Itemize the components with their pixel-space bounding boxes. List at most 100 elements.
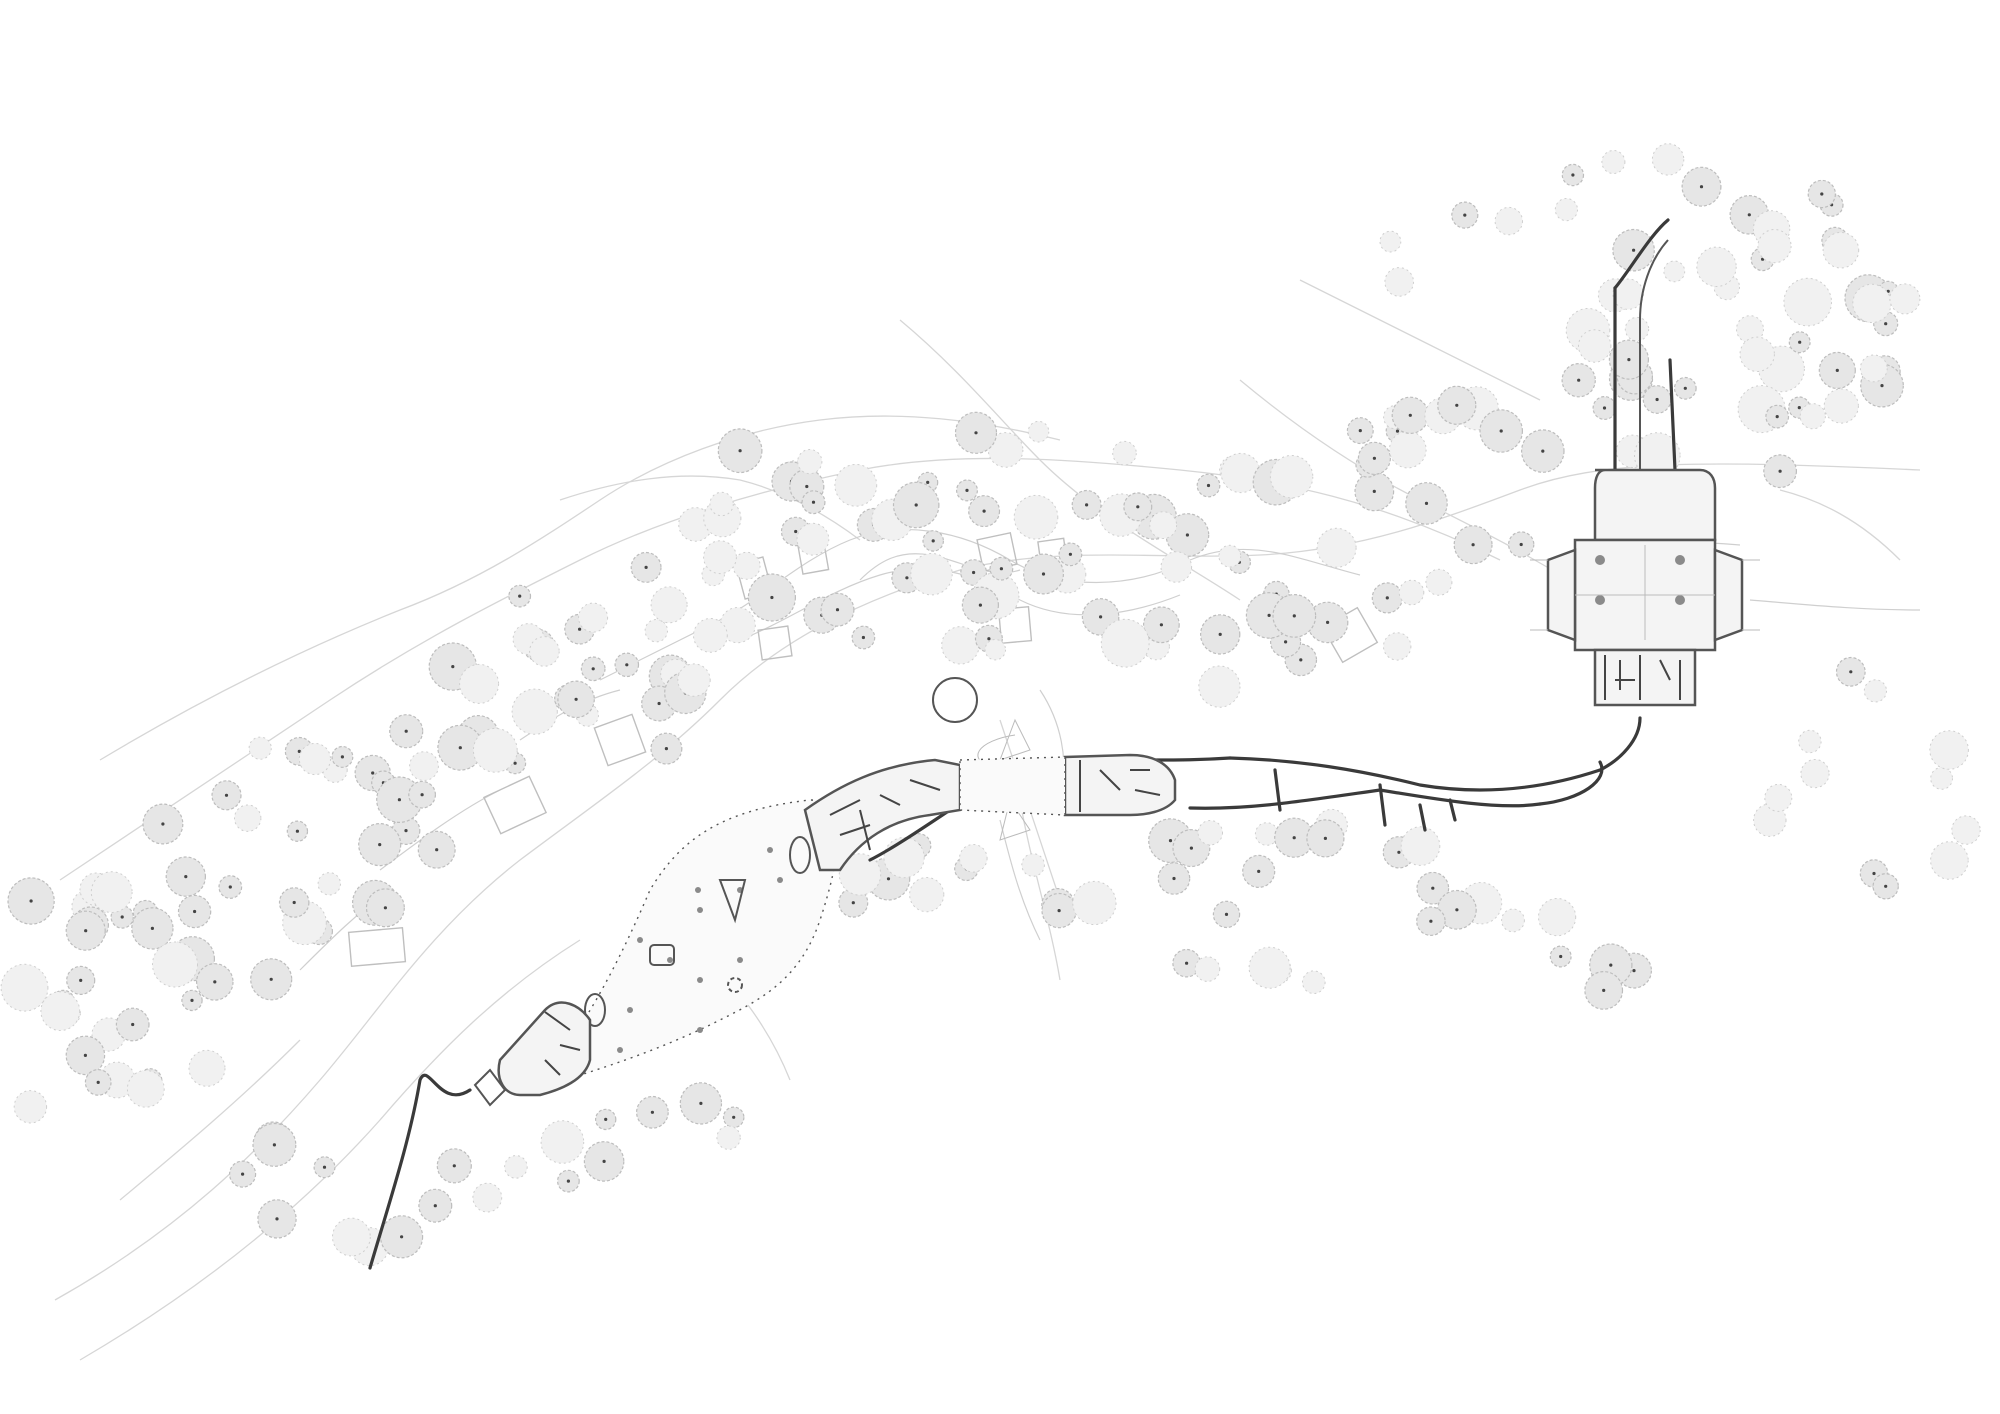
tree-trunk <box>1397 850 1401 854</box>
tree-canopy <box>1425 568 1453 596</box>
tree-trunk <box>1835 368 1839 372</box>
tree-trunk <box>1041 572 1046 576</box>
pavilion-middle <box>803 758 962 872</box>
tree-trunk <box>272 1143 276 1147</box>
tree-trunk <box>1884 884 1888 888</box>
tree-trunk <box>657 701 661 706</box>
tree-trunk <box>1471 543 1475 547</box>
tree-canopy <box>1027 420 1050 443</box>
tree-canopy <box>984 639 1006 661</box>
tree-trunk <box>1172 876 1176 881</box>
tree-canopy <box>1398 579 1425 606</box>
tree-trunk <box>1463 213 1467 217</box>
tree-trunk <box>1571 173 1575 177</box>
tree-trunk <box>987 637 991 641</box>
tree-canopy <box>1072 880 1117 926</box>
tree-canopy <box>1739 336 1775 372</box>
tree-trunk <box>794 529 798 534</box>
tree-trunk <box>1541 449 1545 453</box>
tree-canopy <box>1889 283 1921 315</box>
tree-canopy <box>1799 403 1826 430</box>
tree-trunk <box>1057 909 1061 913</box>
tree-trunk <box>1699 185 1704 189</box>
tree-canopy <box>1930 841 1969 880</box>
tree-canopy <box>409 751 439 781</box>
tree-trunk <box>965 488 969 492</box>
tree-trunk <box>1267 613 1271 618</box>
tree-canopy <box>1823 388 1859 424</box>
central-plaza <box>527 799 839 1092</box>
tree-canopy <box>1800 759 1830 789</box>
tree-canopy <box>941 626 980 665</box>
tree-trunk <box>566 1179 571 1183</box>
tree-trunk <box>150 926 154 931</box>
tree-trunk <box>931 539 935 543</box>
tree-trunk <box>420 793 424 797</box>
tree-trunk <box>1323 836 1327 841</box>
tree-canopy <box>1384 267 1414 297</box>
tree-canopy <box>1383 632 1412 661</box>
tree-trunk <box>811 500 816 504</box>
tree-trunk <box>1372 456 1376 460</box>
tree-trunk <box>1168 839 1173 843</box>
tree-trunk <box>1797 406 1801 410</box>
tree-trunk <box>1372 489 1376 493</box>
tree-trunk <box>1775 415 1779 419</box>
tree-canopy <box>1400 826 1441 866</box>
tree-canopy <box>677 663 711 697</box>
tree-trunk <box>1326 620 1330 625</box>
tree-canopy <box>910 553 953 596</box>
tree-canopy <box>1100 618 1150 668</box>
tree-canopy <box>1951 815 1981 845</box>
tree-trunk <box>732 1115 736 1119</box>
tree-canopy <box>716 1125 741 1150</box>
tree-canopy <box>709 491 734 517</box>
tree-trunk <box>1627 358 1631 362</box>
tree-canopy <box>1822 231 1860 269</box>
tree-trunk <box>184 875 188 879</box>
tree-canopy <box>1197 820 1224 846</box>
tree-trunk <box>383 906 387 910</box>
tree-trunk <box>1292 614 1296 618</box>
tree-trunk <box>1455 908 1459 912</box>
tree-trunk <box>435 848 439 852</box>
tree-trunk <box>190 998 194 1003</box>
tree-canopy <box>529 636 560 667</box>
tree-canopy <box>1389 430 1427 469</box>
tree-canopy <box>1696 246 1737 287</box>
tree-canopy <box>1601 150 1626 174</box>
tree-canopy <box>332 1217 371 1257</box>
tree-canopy <box>1501 908 1525 933</box>
tree-trunk <box>378 843 382 847</box>
tree-trunk <box>1884 322 1888 326</box>
tree-trunk <box>644 565 648 570</box>
tree-trunk <box>1358 429 1362 433</box>
tree-canopies <box>0 143 1981 1267</box>
tree-trunk <box>926 480 930 484</box>
tree-trunk <box>851 901 855 905</box>
tree-canopy <box>1021 853 1045 877</box>
tree-trunk <box>1499 429 1503 433</box>
tree-trunk <box>213 980 217 984</box>
tree-canopy <box>234 804 262 832</box>
main-route <box>368 218 1677 1270</box>
tree-trunk <box>1632 969 1636 973</box>
tree-trunk <box>1632 248 1636 252</box>
tree-trunk <box>371 771 375 775</box>
tree-trunk <box>1798 340 1802 344</box>
tree-canopy <box>1494 206 1524 236</box>
tree-canopy <box>693 618 728 653</box>
tree-trunk <box>518 594 522 598</box>
tree-canopy <box>126 1069 165 1108</box>
tree-trunk <box>982 509 986 513</box>
tree-canopy <box>1149 511 1178 539</box>
tree-trunk <box>914 503 918 507</box>
tree-trunk <box>1559 954 1563 959</box>
tree-trunk <box>1299 658 1303 662</box>
tree-trunk <box>1424 501 1429 505</box>
tree-trunk <box>1519 542 1523 547</box>
tree-trunk <box>1880 384 1884 388</box>
tree-canopy <box>1930 767 1953 790</box>
tree-canopy <box>90 871 133 913</box>
tree-trunk <box>905 576 909 580</box>
